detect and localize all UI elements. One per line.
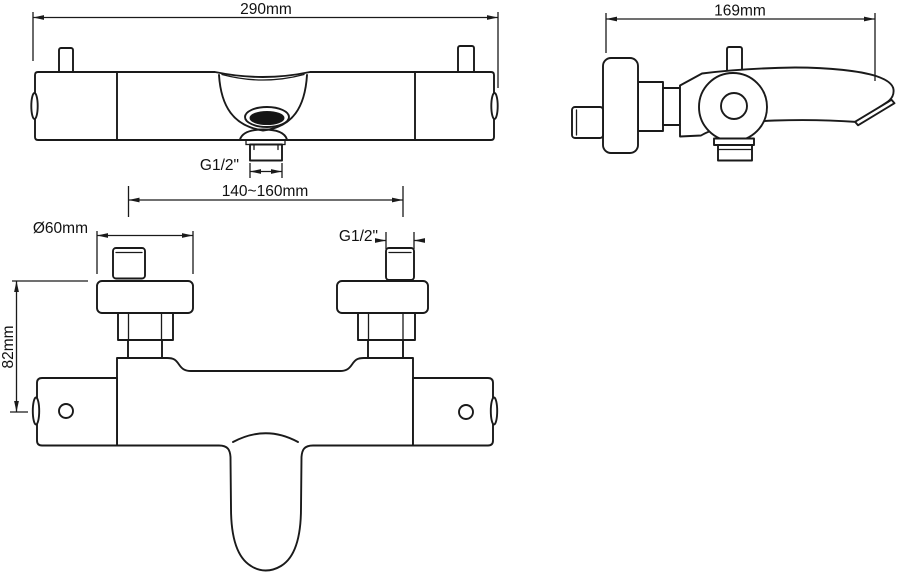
bottom-right-cap-screw [458, 404, 474, 420]
side-wall-thread [571, 106, 604, 139]
bottom-spacing-dimension: 140~160mm [127, 183, 404, 217]
front-right-end-cap [490, 92, 499, 120]
bottom-spacing-label: 140~160mm [222, 183, 309, 200]
front-view: 290mm G1/2" [30, 1, 499, 178]
bottom-right-wall-thread [385, 247, 415, 281]
front-outlet-thread-dimension: G1/2" [200, 157, 283, 178]
front-width-label: 290mm [240, 1, 292, 18]
front-outlet-thread [249, 143, 283, 162]
bottom-body-outline [116, 357, 414, 572]
side-knob-hub [720, 92, 748, 120]
bottom-left-hex-nut [117, 312, 174, 341]
front-left-knob [58, 47, 74, 74]
side-escutcheon [602, 57, 639, 154]
bottom-left-cap-screw [58, 403, 74, 419]
side-union-nut [637, 81, 664, 132]
bottom-right-cap-bump [489, 396, 499, 426]
front-recess-lip [221, 73, 305, 81]
front-left-end-cap [30, 92, 39, 120]
bottom-left-cap-bump [31, 396, 41, 426]
side-spout-aerator [854, 98, 896, 127]
side-depth-dimension: 169mm [605, 3, 876, 81]
side-bottom-outlet-flange [713, 137, 755, 146]
bottom-height-label: 82mm [0, 325, 17, 368]
bottom-height-dimension: 82mm [0, 280, 88, 413]
bottom-flange-dimension: Ø60mm [33, 220, 194, 274]
front-outlet-thread-label: G1/2" [200, 157, 239, 174]
bottom-right-stem [367, 339, 404, 360]
bottom-left-escutcheon [96, 280, 194, 314]
front-outlet-ring [244, 106, 290, 128]
bottom-left-wall-thread [112, 247, 146, 280]
side-view: 169mm [571, 3, 896, 162]
bottom-inlet-thread-label: G1/2" [339, 228, 378, 245]
bottom-view: 140~160mm Ø60mm G1/2" 82mm [0, 183, 499, 572]
front-outlet-hole [249, 111, 285, 125]
side-union-neck [662, 87, 681, 126]
side-bottom-outlet-thread [717, 144, 753, 162]
bottom-right-escutcheon [336, 280, 429, 314]
front-body-outline [34, 71, 495, 141]
side-depth-label: 169mm [714, 3, 766, 20]
bottom-right-hex-nut [357, 312, 416, 341]
front-recess-bowl [218, 74, 308, 132]
bottom-inlet-thread-dimension: G1/2" [339, 228, 425, 249]
front-outlet-dome [239, 128, 288, 141]
bottom-left-stem [127, 339, 163, 360]
front-right-knob [457, 45, 475, 74]
front-width-dimension: 290mm [32, 1, 499, 88]
bottom-flange-label: Ø60mm [33, 220, 88, 237]
bottom-spout-arc [232, 432, 299, 443]
bottom-right-cap [412, 377, 494, 447]
bottom-left-cap [36, 377, 118, 447]
